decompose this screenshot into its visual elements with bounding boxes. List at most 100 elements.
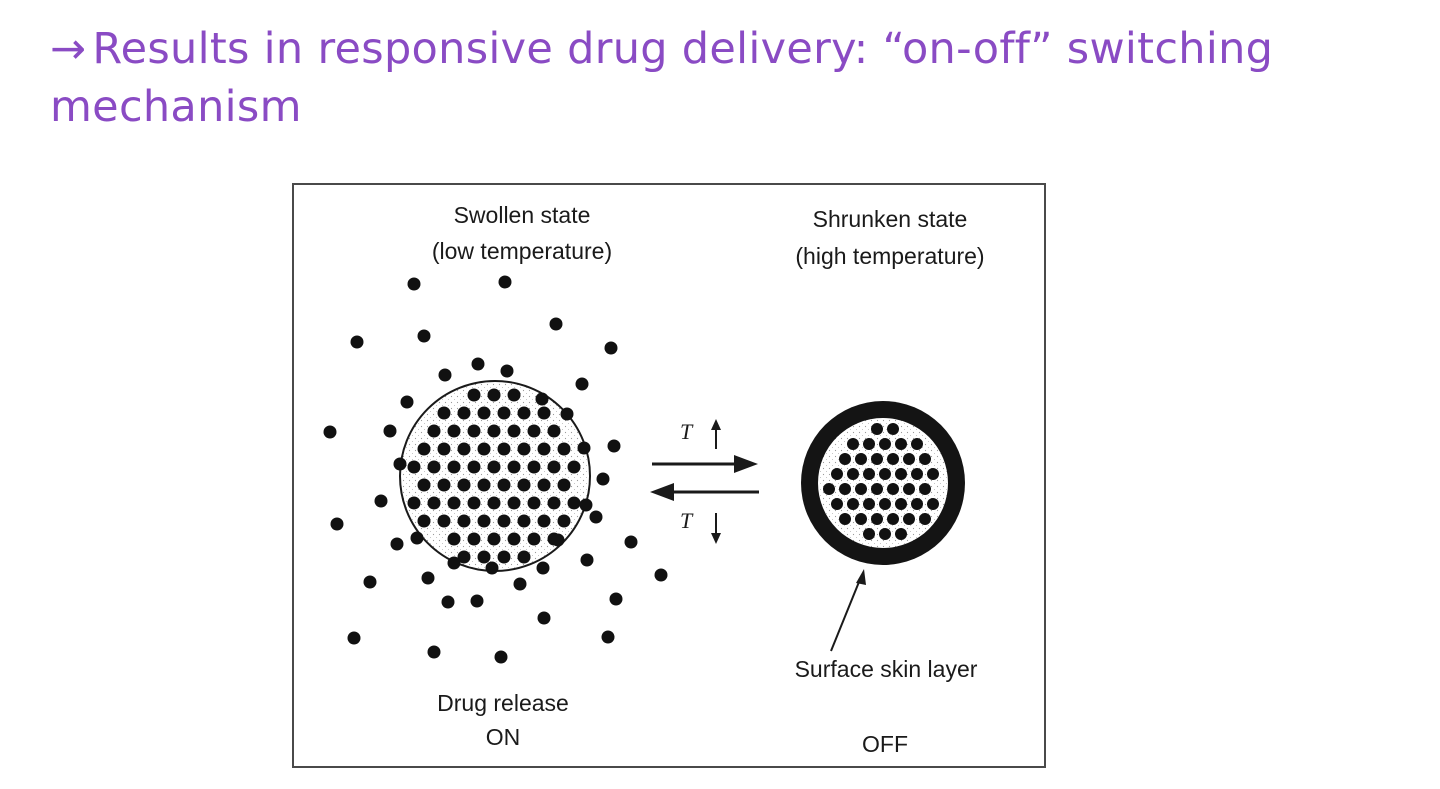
swollen-particle-dot	[437, 514, 451, 528]
swollen-particle-dot	[497, 550, 511, 564]
temperature-up-label: T	[680, 419, 694, 444]
shrunken-particle-dot	[855, 513, 867, 525]
swollen-particle-dot	[427, 424, 441, 438]
released-particle-dot	[577, 441, 591, 455]
released-particle-dot	[347, 631, 361, 645]
released-particle-dot	[330, 517, 344, 531]
drug-release-label: Drug release	[437, 690, 569, 716]
released-particle-dot	[549, 317, 563, 331]
released-particle-dot	[494, 650, 508, 664]
skin-layer-pointer	[830, 576, 862, 652]
shrunken-particle-dot	[847, 468, 859, 480]
swollen-particle-dot	[467, 460, 481, 474]
forward-arrow-head-icon	[734, 455, 758, 473]
swollen-particle-dot	[547, 496, 561, 510]
shrunken-drug-particles	[823, 423, 939, 540]
released-particle-dot	[560, 407, 574, 421]
swollen-particle-dot	[467, 532, 481, 546]
shrunken-particle-dot	[911, 438, 923, 450]
shrunken-particle-dot	[879, 528, 891, 540]
shrunken-particle-dot	[927, 468, 939, 480]
swollen-particle-dot	[497, 406, 511, 420]
swollen-particle-dot	[467, 388, 481, 402]
swollen-particle-dot	[527, 532, 541, 546]
shrunken-particle-dot	[871, 453, 883, 465]
swollen-particle-dot	[517, 478, 531, 492]
shrunken-particle-dot	[879, 438, 891, 450]
swollen-particle-dot	[447, 460, 461, 474]
swollen-particle-dot	[427, 496, 441, 510]
shrunken-particle-dot	[927, 498, 939, 510]
swollen-particle-dot	[427, 460, 441, 474]
swollen-state-label: Swollen state	[454, 202, 591, 228]
shrunken-particle-dot	[839, 513, 851, 525]
swollen-particle-dot	[417, 442, 431, 456]
swollen-drug-particles	[323, 275, 668, 664]
swollen-particle-dot	[487, 460, 501, 474]
shrunken-particle-dot	[839, 453, 851, 465]
swollen-particle-dot	[477, 406, 491, 420]
released-particle-dot	[407, 277, 421, 291]
swollen-particle-dot	[557, 442, 571, 456]
released-particle-dot	[624, 535, 638, 549]
released-particle-dot	[500, 364, 514, 378]
swollen-particle-dot	[537, 514, 551, 528]
release-on-label: ON	[486, 724, 521, 750]
released-particle-dot	[417, 329, 431, 343]
swollen-particle-dot	[517, 406, 531, 420]
hydrogel-diagram: Swollen state (low temperature) Shrunken…	[292, 183, 1046, 768]
released-particle-dot	[604, 341, 618, 355]
shrunken-particle-dot	[847, 498, 859, 510]
swollen-particle-dot	[527, 496, 541, 510]
released-particle-dot	[513, 577, 527, 591]
backward-arrow-head-icon	[650, 483, 674, 501]
swollen-particle-dot	[497, 514, 511, 528]
shrunken-particle-dot	[911, 468, 923, 480]
swollen-particle-dot	[487, 388, 501, 402]
swollen-particle-dot	[437, 442, 451, 456]
temperature-up-arrow-icon	[711, 419, 721, 430]
swollen-particle-dot	[497, 442, 511, 456]
skin-layer-pointer-head-icon	[856, 569, 866, 585]
released-particle-dot	[579, 498, 593, 512]
released-particle-dot	[589, 510, 603, 524]
swollen-particle-dot	[437, 406, 451, 420]
swollen-particle-dot	[477, 478, 491, 492]
swollen-particle-dot	[467, 424, 481, 438]
release-off-label: OFF	[862, 731, 908, 757]
swollen-particle-dot	[477, 514, 491, 528]
swollen-particle-dot	[537, 406, 551, 420]
shrunken-particle-dot	[855, 453, 867, 465]
released-particle-dot	[470, 594, 484, 608]
released-particle-dot	[596, 472, 610, 486]
released-particle-dot	[383, 424, 397, 438]
swollen-particle-dot	[437, 478, 451, 492]
swollen-particle-dot	[547, 460, 561, 474]
swollen-particle-dot	[487, 532, 501, 546]
swollen-particle-dot	[517, 550, 531, 564]
released-particle-dot	[447, 556, 461, 570]
switch-arrows: T T	[650, 419, 759, 544]
released-particle-dot	[536, 561, 550, 575]
shrunken-particle-dot	[879, 468, 891, 480]
swollen-particle-dot	[557, 514, 571, 528]
swollen-particle-dot	[457, 406, 471, 420]
swollen-particle-dot	[407, 460, 421, 474]
released-particle-dot	[393, 457, 407, 471]
swollen-particle-dot	[547, 424, 561, 438]
released-particle-dot	[374, 494, 388, 508]
shrunken-particle-dot	[903, 513, 915, 525]
title-arrow-icon: →	[50, 24, 87, 74]
shrunken-particle-dot	[879, 498, 891, 510]
shrunken-particle-dot	[903, 453, 915, 465]
shrunken-particle-dot	[863, 438, 875, 450]
shrunken-particle-dot	[863, 468, 875, 480]
swollen-particle-dot	[457, 550, 471, 564]
shrunken-particle-dot	[895, 438, 907, 450]
shrunken-state-label: Shrunken state	[813, 206, 968, 232]
swollen-particle-dot	[517, 442, 531, 456]
released-particle-dot	[390, 537, 404, 551]
released-particle-dot	[485, 561, 499, 575]
released-particle-dot	[471, 357, 485, 371]
swollen-particle-dot	[567, 460, 581, 474]
